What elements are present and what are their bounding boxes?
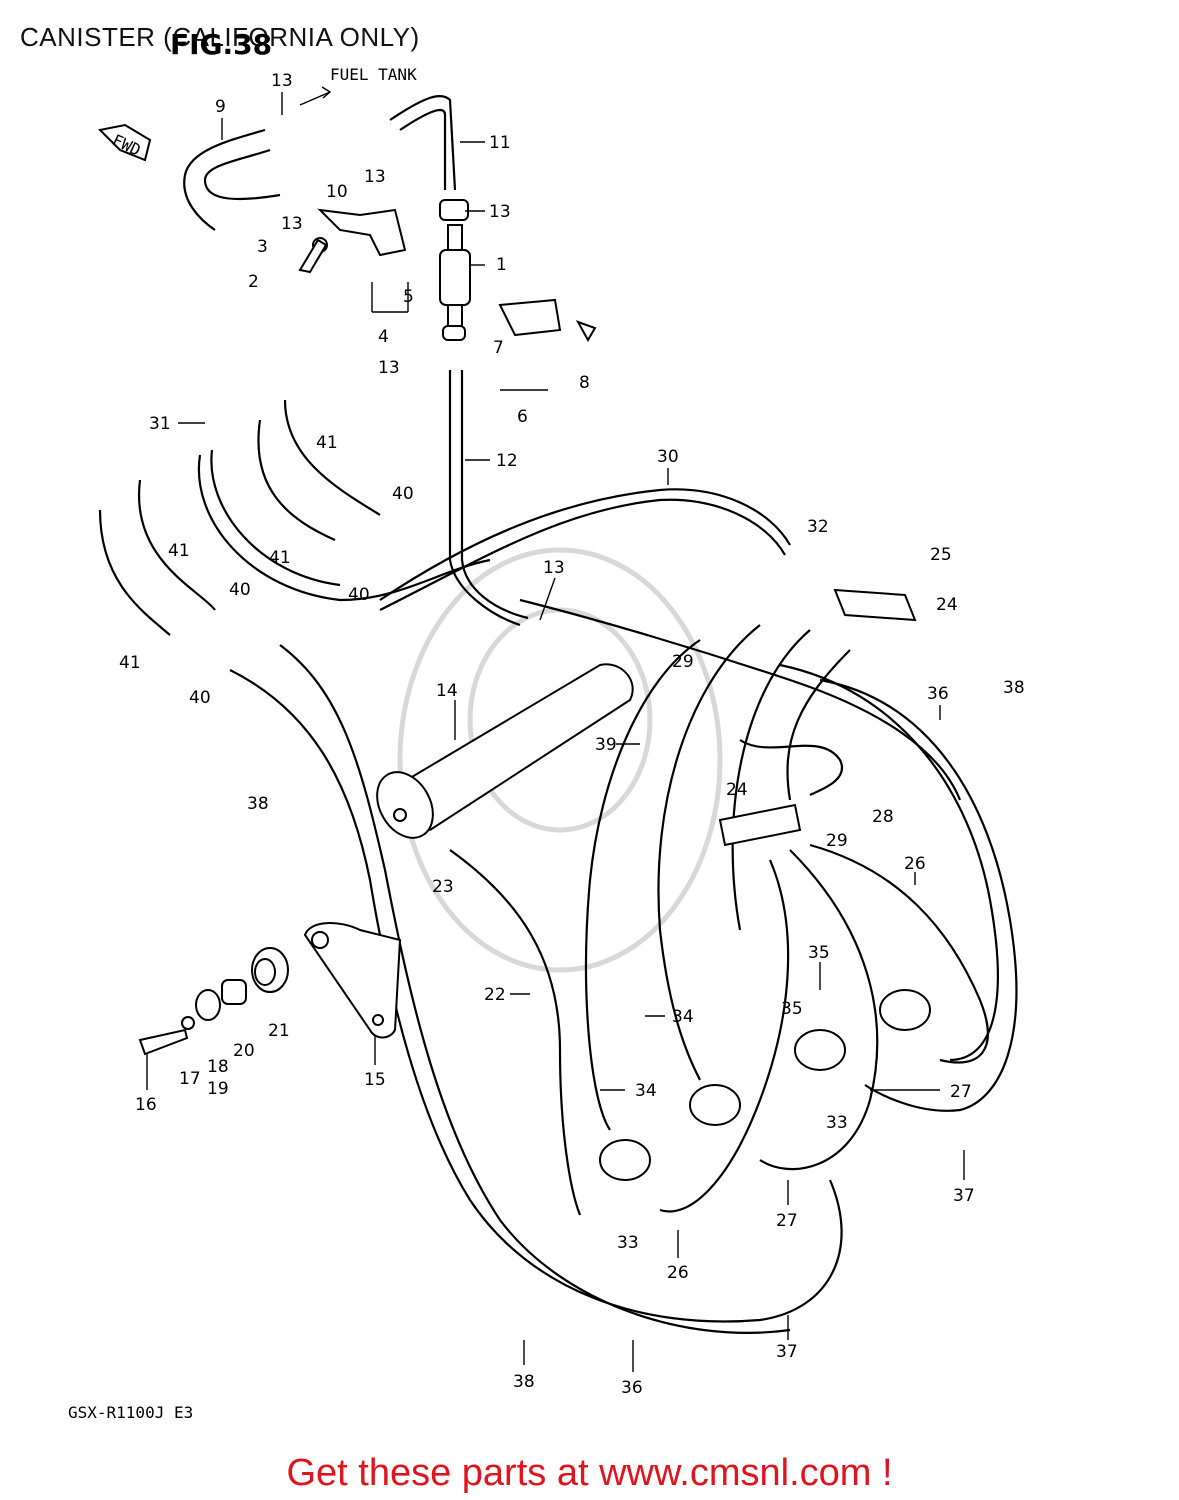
callout-4: 4 <box>378 327 389 347</box>
callout-34-b: 34 <box>635 1081 657 1101</box>
callout-36-a: 36 <box>927 684 949 704</box>
callout-7: 7 <box>493 338 504 358</box>
callout-10: 10 <box>326 182 348 202</box>
fuel-filter <box>439 199 471 341</box>
callout-8: 8 <box>579 373 590 393</box>
washer-17 <box>181 1016 195 1030</box>
fwd-arrow: FWD <box>97 123 152 162</box>
callout-41-d: 41 <box>119 653 141 673</box>
callout-2: 2 <box>248 272 259 292</box>
callout-38-b: 38 <box>247 794 269 814</box>
callout-39: 39 <box>595 735 617 755</box>
callout-24-b: 24 <box>726 780 748 800</box>
callout-40-b: 40 <box>348 585 370 605</box>
callout-37-b: 37 <box>776 1342 798 1362</box>
damper-21 <box>251 947 289 993</box>
callout-26-a: 26 <box>904 854 926 874</box>
callout-34-a: 34 <box>672 1007 694 1027</box>
hose-bundle <box>98 399 1018 1334</box>
callout-9: 9 <box>215 97 226 117</box>
callout-25: 25 <box>930 545 952 565</box>
washer-18 <box>195 989 221 1021</box>
vacuum-valve-33 <box>599 989 931 1181</box>
callout-40-d: 40 <box>189 688 211 708</box>
fuel-tank-arrow <box>299 91 331 106</box>
callout-24-a: 24 <box>936 595 958 615</box>
model-code: GSX-R1100J E3 <box>68 1403 193 1422</box>
callout-14: 14 <box>436 681 458 701</box>
callout-36-b: 36 <box>621 1378 643 1398</box>
figure-label: FIG.38 <box>170 28 273 61</box>
callout-41-a: 41 <box>316 433 338 453</box>
callout-13-b: 13 <box>364 167 386 187</box>
callout-20: 20 <box>233 1041 255 1061</box>
callout-13-d: 13 <box>489 202 511 222</box>
bolt-16 <box>138 1028 189 1056</box>
callout-41-c: 41 <box>168 541 190 561</box>
parts-diagram: FWD FUEL TANK GSX-R1100J E3 <box>68 65 1025 1422</box>
callout-29-a: 29 <box>672 652 694 672</box>
upper-hoses <box>183 95 529 627</box>
callout-11: 11 <box>489 133 511 153</box>
callout-numbers: 1 2 3 4 5 6 7 8 9 10 11 12 13 13 13 13 1… <box>119 71 1025 1398</box>
collar-20 <box>221 979 247 1005</box>
callout-13-c: 13 <box>281 214 303 234</box>
callout-23: 23 <box>432 877 454 897</box>
callout-13-e: 13 <box>378 358 400 378</box>
callout-33-a: 33 <box>826 1113 848 1133</box>
callout-40-a: 40 <box>392 484 414 504</box>
bracket-6 <box>498 298 597 343</box>
leader-lines <box>146 92 965 1372</box>
callout-13-f: 13 <box>543 558 565 578</box>
callout-41-b: 41 <box>269 548 291 568</box>
bracket-15 <box>303 922 402 1039</box>
callout-38-a: 38 <box>1003 678 1025 698</box>
callout-17: 17 <box>179 1069 201 1089</box>
callout-29-b: 29 <box>826 831 848 851</box>
callout-32: 32 <box>807 517 829 537</box>
page-title: CANISTER (CALIFORNIA ONLY) <box>20 22 420 52</box>
callout-40-c: 40 <box>229 580 251 600</box>
callout-37-a: 37 <box>953 1186 975 1206</box>
callout-6: 6 <box>517 407 528 427</box>
callout-18: 18 <box>207 1057 229 1077</box>
callout-16: 16 <box>135 1095 157 1115</box>
joint-24 <box>718 588 917 847</box>
callout-38-c: 38 <box>513 1372 535 1392</box>
callout-21: 21 <box>268 1021 290 1041</box>
callout-33-b: 33 <box>617 1233 639 1253</box>
callout-1: 1 <box>496 255 507 275</box>
footer-parts-link[interactable]: Get these parts at www.cmsnl.com ! <box>286 1452 893 1494</box>
callout-5: 5 <box>403 287 414 307</box>
fuel-tank-arrowhead <box>321 86 332 99</box>
callout-27-a: 27 <box>950 1082 972 1102</box>
bracket-4 <box>298 208 407 274</box>
callout-19: 19 <box>207 1079 229 1099</box>
callout-12: 12 <box>496 451 518 471</box>
fuel-tank-label: FUEL TANK <box>330 65 417 84</box>
callout-31: 31 <box>149 414 171 434</box>
callout-3: 3 <box>257 237 268 257</box>
callout-35-b: 35 <box>781 999 803 1019</box>
callout-35-a: 35 <box>808 943 830 963</box>
callout-26-b: 26 <box>667 1263 689 1283</box>
callout-27-b: 27 <box>776 1211 798 1231</box>
callout-22: 22 <box>484 985 506 1005</box>
callout-15: 15 <box>364 1070 386 1090</box>
callout-13-a: 13 <box>271 71 293 91</box>
canister-14 <box>376 663 634 839</box>
callout-30: 30 <box>657 447 679 467</box>
callout-28: 28 <box>872 807 894 827</box>
